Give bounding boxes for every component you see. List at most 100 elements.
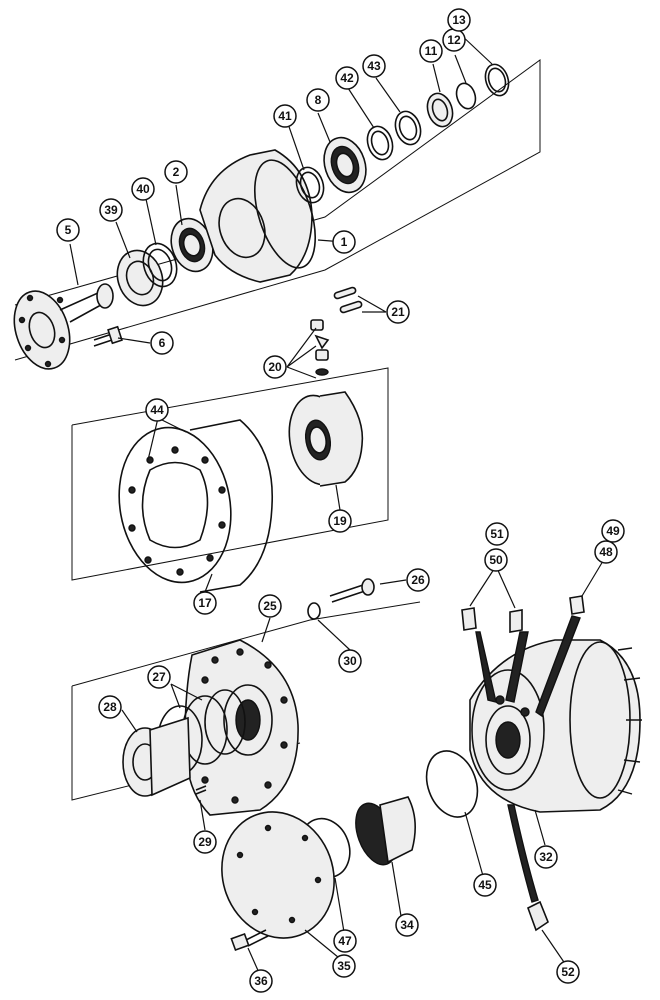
callout-26: 26 bbox=[406, 568, 430, 592]
callout-32-label: 32 bbox=[539, 850, 553, 864]
callout-42-label: 42 bbox=[340, 71, 354, 85]
assembly-outline-middle bbox=[71, 367, 389, 581]
callout-43-label: 43 bbox=[367, 59, 381, 73]
part-fittings-20 bbox=[310, 319, 330, 376]
callout-36-label: 36 bbox=[254, 974, 268, 988]
callout-11: 11 bbox=[419, 39, 443, 63]
part-bolt-6 bbox=[93, 325, 123, 347]
callout-52: 52 bbox=[556, 960, 580, 984]
callout-2: 2 bbox=[164, 160, 188, 184]
callout-2-label: 2 bbox=[173, 165, 180, 179]
part-axle-flange bbox=[13, 283, 114, 370]
callout-28: 28 bbox=[98, 695, 122, 719]
part-ring-42 bbox=[366, 125, 394, 161]
callout-42: 42 bbox=[335, 66, 359, 90]
callout-41-label: 41 bbox=[278, 109, 292, 123]
part-ring-11 bbox=[426, 92, 454, 128]
part-cover-35 bbox=[221, 811, 335, 939]
callout-5-label: 5 bbox=[65, 223, 72, 237]
callout-13-label: 13 bbox=[452, 13, 466, 27]
callout-6: 6 bbox=[150, 331, 174, 355]
callout-30-label: 30 bbox=[343, 654, 357, 668]
part-fitting-50b bbox=[509, 609, 523, 633]
callout-50-label: 50 bbox=[489, 553, 503, 567]
callout-48-label: 48 bbox=[599, 545, 613, 559]
part-ring-43 bbox=[394, 110, 422, 146]
callout-20: 20 bbox=[263, 355, 287, 379]
callout-32: 32 bbox=[534, 845, 558, 869]
callout-19-label: 19 bbox=[333, 514, 347, 528]
callout-48: 48 bbox=[594, 540, 618, 564]
callout-27: 27 bbox=[147, 665, 171, 689]
part-fitting-48 bbox=[569, 595, 585, 615]
callout-30: 30 bbox=[338, 649, 362, 673]
callout-19: 19 bbox=[328, 509, 352, 533]
part-hub-1 bbox=[199, 149, 316, 283]
callout-41: 41 bbox=[273, 104, 297, 128]
part-pins-21 bbox=[333, 286, 363, 314]
part-lube-lines bbox=[475, 615, 581, 903]
callout-43: 43 bbox=[362, 54, 386, 78]
part-sun-gear-28 bbox=[122, 716, 191, 797]
part-ring-41 bbox=[295, 166, 325, 204]
callout-51-label: 51 bbox=[490, 527, 504, 541]
part-seal-39 bbox=[116, 249, 164, 307]
callout-49-label: 49 bbox=[606, 524, 620, 538]
part-snap-ring-13 bbox=[484, 63, 510, 97]
callout-1: 1 bbox=[332, 230, 356, 254]
callout-36: 36 bbox=[249, 969, 273, 993]
callout-25: 25 bbox=[258, 594, 282, 618]
part-pin-29 bbox=[195, 785, 207, 795]
callout-21-label: 21 bbox=[391, 305, 405, 319]
callout-12: 12 bbox=[442, 28, 466, 52]
callout-40: 40 bbox=[131, 177, 155, 201]
callout-44-label: 44 bbox=[150, 403, 164, 417]
callout-35: 35 bbox=[332, 954, 356, 978]
callout-17-label: 17 bbox=[198, 596, 212, 610]
part-bearing-2 bbox=[170, 217, 214, 273]
callout-34-label: 34 bbox=[400, 918, 414, 932]
callout-5: 5 bbox=[56, 218, 80, 242]
part-ring-40 bbox=[142, 242, 178, 288]
part-bolt-26 bbox=[329, 578, 375, 603]
callout-45: 45 bbox=[473, 873, 497, 897]
callout-47: 47 bbox=[333, 929, 357, 953]
callout-8-label: 8 bbox=[315, 93, 322, 107]
callout-25-label: 25 bbox=[263, 599, 277, 613]
part-plug-52 bbox=[527, 900, 549, 932]
callout-39: 39 bbox=[99, 198, 123, 222]
callout-29: 29 bbox=[193, 830, 217, 854]
callout-8: 8 bbox=[306, 88, 330, 112]
part-oring-45 bbox=[425, 750, 479, 818]
part-brake-ring-44 bbox=[118, 419, 274, 593]
callout-21: 21 bbox=[386, 300, 410, 324]
part-fitting-50a bbox=[461, 607, 477, 631]
callout-44: 44 bbox=[145, 398, 169, 422]
callout-52-label: 52 bbox=[561, 965, 575, 979]
part-washer-30 bbox=[307, 602, 321, 620]
callout-29-label: 29 bbox=[198, 835, 212, 849]
callout-27-label: 27 bbox=[152, 670, 166, 684]
part-bolt-36 bbox=[230, 929, 269, 952]
callout-49: 49 bbox=[601, 519, 625, 543]
callout-28-label: 28 bbox=[103, 700, 117, 714]
callout-50: 50 bbox=[484, 548, 508, 572]
callout-39-label: 39 bbox=[104, 203, 118, 217]
callout-45-label: 45 bbox=[478, 878, 492, 892]
callout-17: 17 bbox=[193, 591, 217, 615]
callout-47-label: 47 bbox=[338, 934, 352, 948]
callout-6-label: 6 bbox=[159, 336, 166, 350]
part-ring-gear-34 bbox=[355, 796, 416, 866]
callout-51: 51 bbox=[485, 522, 509, 546]
callout-12-label: 12 bbox=[447, 33, 461, 47]
part-brake-pack-19 bbox=[288, 391, 364, 487]
part-ring-12 bbox=[455, 82, 477, 110]
callout-11-label: 11 bbox=[425, 44, 438, 58]
callout-34: 34 bbox=[395, 913, 419, 937]
callout-1-label: 1 bbox=[341, 235, 348, 249]
callout-13: 13 bbox=[447, 8, 471, 32]
callout-40-label: 40 bbox=[136, 182, 150, 196]
callout-20-label: 20 bbox=[268, 360, 282, 374]
part-carrier-25 bbox=[184, 639, 299, 816]
